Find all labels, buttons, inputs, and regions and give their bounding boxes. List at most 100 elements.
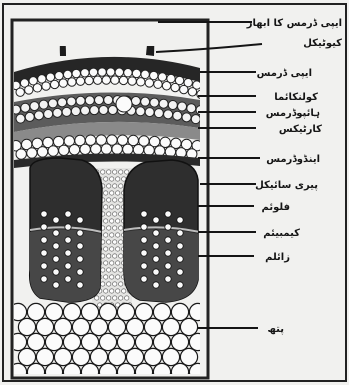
- cell: [162, 82, 170, 90]
- cell: [126, 318, 143, 335]
- cell: [53, 108, 62, 117]
- cell: [98, 68, 106, 76]
- cell: [71, 107, 80, 116]
- cell: [53, 282, 59, 288]
- cell: [110, 247, 114, 251]
- cell: [41, 237, 47, 243]
- cell: [104, 289, 108, 293]
- cell: [107, 170, 111, 174]
- cell: [153, 269, 159, 275]
- cell: [53, 243, 59, 249]
- cell: [63, 70, 71, 78]
- cell: [188, 88, 196, 96]
- cell: [145, 108, 154, 117]
- cell: [144, 318, 161, 335]
- cell: [59, 145, 69, 155]
- cell: [18, 348, 35, 365]
- cell: [168, 101, 177, 110]
- cell: [110, 289, 114, 293]
- cell: [101, 170, 105, 174]
- cell: [42, 82, 50, 90]
- cell: [101, 268, 105, 272]
- cell: [18, 318, 35, 335]
- cell: [45, 333, 62, 350]
- cell: [196, 106, 205, 115]
- cell: [159, 99, 168, 108]
- cell: [119, 296, 123, 300]
- cell: [27, 303, 44, 320]
- cell: [81, 106, 90, 115]
- cell: [133, 144, 143, 154]
- cell: [91, 144, 101, 154]
- cell: [119, 212, 123, 216]
- cell: [27, 333, 44, 350]
- cell: [111, 76, 119, 84]
- cell: [110, 275, 114, 279]
- cell: [58, 98, 67, 107]
- cell: [95, 296, 99, 300]
- cell: [177, 217, 183, 223]
- cell: [135, 333, 152, 350]
- cell: [104, 96, 113, 105]
- cell: [65, 263, 71, 269]
- cell: [36, 348, 53, 365]
- cell: [153, 243, 159, 249]
- cell: [54, 318, 71, 335]
- cell: [85, 96, 94, 105]
- label-pericycle: پیری سائیکل: [255, 180, 318, 191]
- label-hypodermis: ہائپوڈرمس: [266, 108, 320, 119]
- cell: [113, 184, 117, 188]
- cell: [141, 250, 147, 256]
- cell: [135, 303, 152, 320]
- cell: [41, 250, 47, 256]
- cell: [125, 170, 129, 174]
- cell: [77, 282, 83, 288]
- cell: [77, 243, 83, 249]
- cell: [119, 184, 123, 188]
- cell: [37, 147, 47, 157]
- cell: [107, 198, 111, 202]
- cell: [45, 303, 62, 320]
- cell: [104, 261, 108, 265]
- cell: [116, 177, 120, 181]
- cell: [173, 111, 182, 120]
- cell: [107, 240, 111, 244]
- cell: [177, 256, 183, 262]
- cell: [16, 88, 24, 96]
- cell: [119, 282, 123, 286]
- cell: [99, 303, 116, 320]
- cell: [108, 106, 117, 115]
- cell: [110, 261, 114, 265]
- cell: [197, 90, 205, 98]
- cell: [110, 219, 114, 223]
- label-cambium: کیمبیئم: [263, 228, 300, 239]
- cell: [117, 333, 134, 350]
- cell: [36, 318, 53, 335]
- cell: [117, 303, 134, 320]
- cell: [141, 263, 147, 269]
- cell: [110, 191, 114, 195]
- cell: [65, 250, 71, 256]
- cell: [113, 226, 117, 230]
- cell: [141, 70, 149, 78]
- cell: [119, 76, 127, 84]
- cell: [65, 224, 71, 230]
- cell: [180, 318, 197, 335]
- cell: [16, 114, 25, 123]
- cell: [54, 348, 71, 365]
- cell: [69, 145, 79, 155]
- cell: [77, 256, 83, 262]
- cell: [81, 303, 98, 320]
- cell: [165, 263, 171, 269]
- cell: [116, 289, 120, 293]
- cell: [90, 106, 99, 115]
- cell: [95, 96, 104, 105]
- cell: [110, 177, 114, 181]
- cell: [144, 348, 161, 365]
- cell: [177, 243, 183, 249]
- cell: [113, 268, 117, 272]
- cell: [25, 112, 34, 121]
- cell: [104, 247, 108, 251]
- cell: [112, 144, 122, 154]
